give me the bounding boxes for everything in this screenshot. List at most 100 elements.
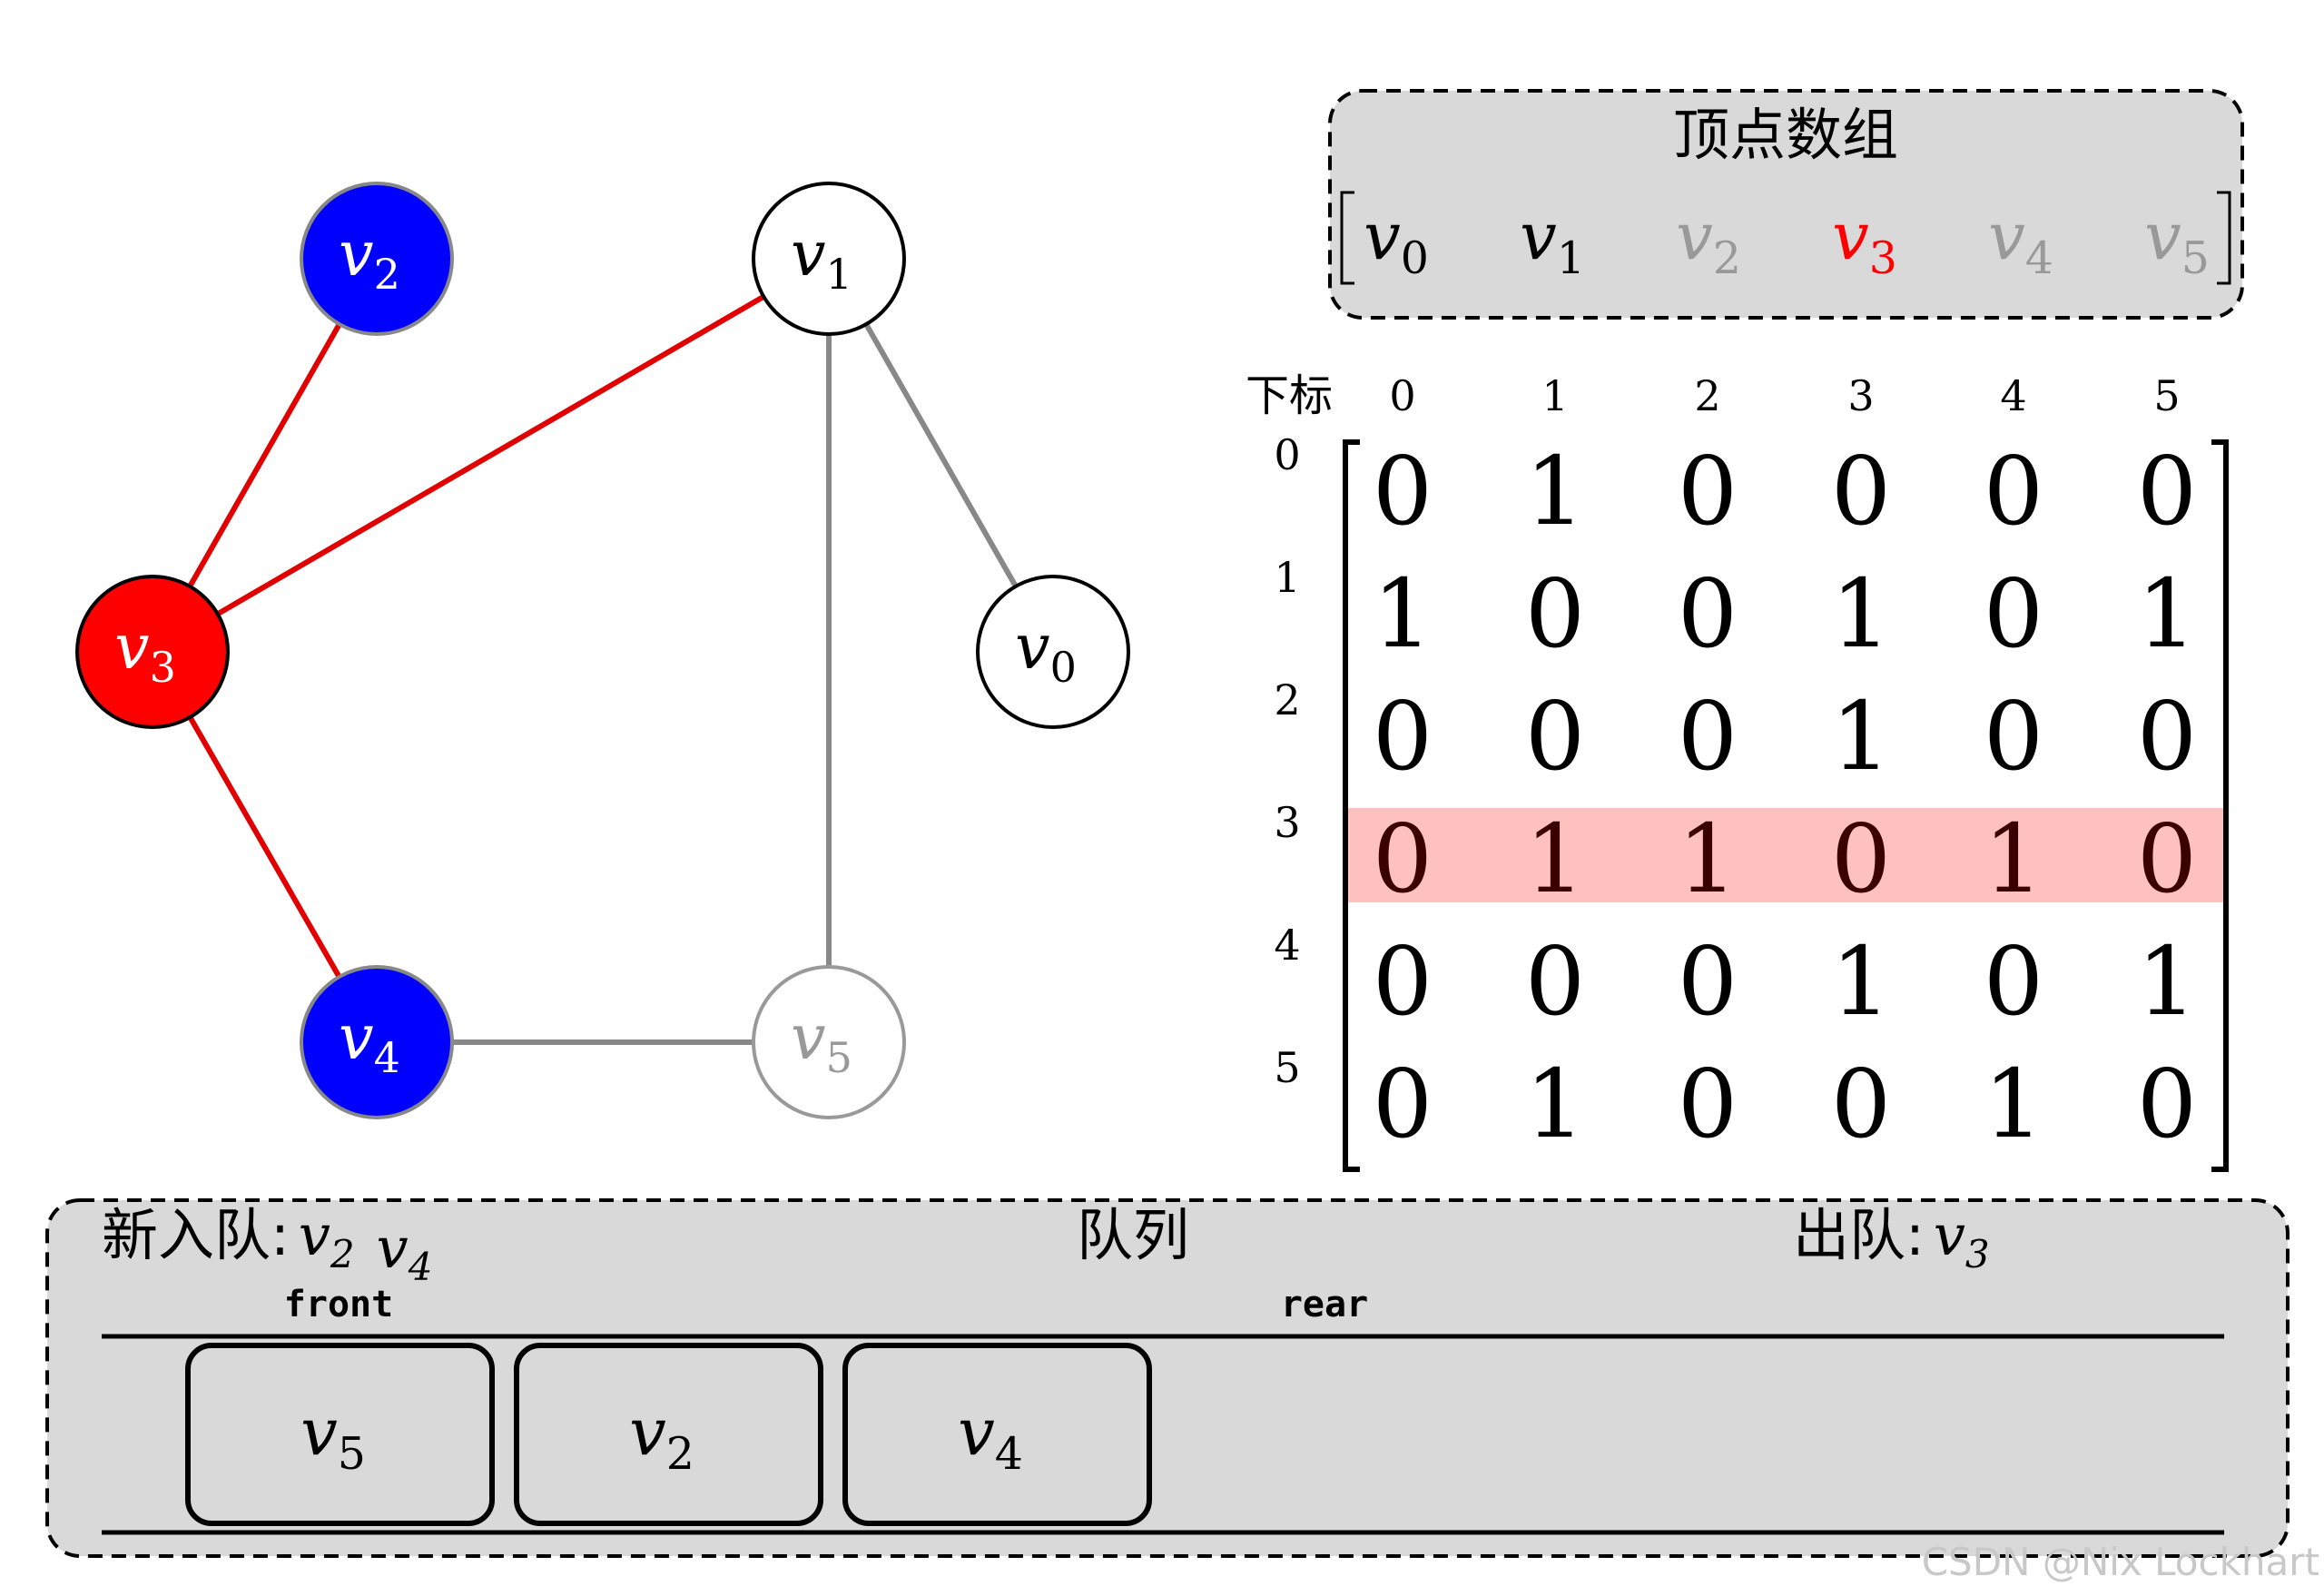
matrix-cell-2-4: 0: [1984, 681, 2043, 792]
matrix-cell-0-0: 0: [1373, 436, 1433, 547]
queue-title: 队列: [1077, 1202, 1189, 1268]
matrix-cell-5-5: 0: [2137, 1049, 2197, 1159]
node-label-v2: v2: [339, 219, 400, 299]
matrix-right-bracket: [2211, 439, 2229, 1172]
node-label-v4: v4: [339, 1002, 400, 1082]
matrix-cell-3-5: 0: [2137, 803, 2197, 914]
node-v5: [752, 965, 906, 1119]
matrix-row-label-2: 2: [1274, 675, 1300, 724]
matrix-cell-1-0: 1: [1373, 558, 1433, 669]
matrix-cell-2-2: 0: [1678, 681, 1738, 792]
vertex-array-item-5: v5: [2144, 198, 2210, 284]
matrix-cell-0-3: 0: [1831, 436, 1891, 547]
node-v2: [300, 182, 454, 336]
matrix-col-label-5: 5: [2153, 371, 2180, 420]
node-v1: [752, 182, 906, 336]
matrix-cell-3-4: 1: [1984, 803, 2043, 914]
matrix-cell-4-3: 1: [1831, 926, 1891, 1037]
matrix-cell-2-3: 1: [1831, 681, 1891, 792]
graph-edges: [150, 256, 1056, 1045]
vertex-array-right-bracket: [2217, 191, 2231, 285]
matrix-cell-4-0: 0: [1373, 926, 1433, 1037]
matrix-cell-5-0: 0: [1373, 1049, 1433, 1159]
matrix-cell-1-5: 1: [2137, 558, 2197, 669]
graph: v0 v1 v2 v3 v4 v5: [75, 182, 1130, 1119]
matrix-col-label-3: 3: [1847, 371, 1874, 420]
matrix-cell-4-1: 0: [1525, 926, 1585, 1037]
matrix-row-label-3: 3: [1274, 798, 1300, 847]
vertex-array-panel: 顶点数组 v0 v1 v2 v3 v4 v5: [1328, 89, 2244, 320]
matrix-cell-1-4: 0: [1984, 558, 2043, 669]
node-v0: [976, 575, 1130, 729]
graph-nodes: v0 v1 v2 v3 v4 v5: [75, 182, 1130, 1119]
matrix-row-label-4: 4: [1274, 921, 1300, 970]
matrix-cell-0-5: 0: [2137, 436, 2197, 547]
node-v3: [75, 575, 230, 729]
vertex-array-item-4: v4: [1988, 198, 2053, 284]
vertex-array-item-2: v2: [1676, 198, 1741, 284]
queue-item-label-1: v2: [629, 1394, 694, 1480]
queue-slot-0: [185, 1343, 495, 1526]
matrix-cell-0-4: 0: [1984, 436, 2043, 547]
queue-front-label: front: [284, 1284, 393, 1325]
queue-item-label-0: v5: [300, 1394, 366, 1480]
matrix-cell-3-3: 0: [1831, 803, 1891, 914]
queue-rear-label: rear: [1281, 1284, 1368, 1325]
node-label-v1: v1: [791, 219, 852, 299]
matrix-cell-3-2: 1: [1678, 803, 1738, 914]
matrix-cell-0-2: 0: [1678, 436, 1738, 547]
matrix-cell-4-2: 0: [1678, 926, 1738, 1037]
matrix-left-bracket: [1343, 439, 1360, 1172]
matrix-row-labels: 0 1 2 3 4 5: [1274, 430, 1300, 1092]
matrix-index-label: 下标: [1246, 370, 1333, 421]
matrix-column-labels: 0 1 2 3 4 5: [1389, 371, 2180, 420]
matrix-cell-3-0: 0: [1373, 803, 1433, 914]
matrix-cell-2-5: 0: [2137, 681, 2197, 792]
matrix-cell-4-5: 1: [2137, 926, 2197, 1037]
vertex-array-box: [1328, 89, 2244, 320]
dequeue-line: 出队:v3: [1793, 1202, 1990, 1276]
vertex-array-item-1: v1: [1520, 198, 1585, 284]
vertex-array-title: 顶点数组: [1673, 102, 1898, 168]
matrix-col-label-2: 2: [1694, 371, 1720, 420]
vertex-array-item-0: v0: [1364, 198, 1429, 284]
matrix-cell-1-2: 0: [1678, 558, 1738, 669]
queue-slot-1: [514, 1343, 823, 1526]
matrix-highlight-row: [1347, 808, 2224, 902]
matrix-cell-3-1: 1: [1525, 803, 1585, 914]
queue-box: [45, 1198, 2290, 1558]
vertex-array-item-3: v3: [1832, 198, 1897, 284]
matrix-cell-2-0: 0: [1373, 681, 1433, 792]
matrix-cell-1-1: 0: [1525, 558, 1585, 669]
matrix-cell-5-3: 0: [1831, 1049, 1891, 1159]
node-label-v0: v0: [1015, 612, 1077, 692]
matrix-col-label-0: 0: [1389, 371, 1415, 420]
matrix-cell-5-4: 1: [1984, 1049, 2043, 1159]
vertex-array-items: v0 v1 v2 v3 v4 v5: [1364, 198, 2210, 284]
node-label-v3: v3: [114, 612, 176, 692]
queue-slot-2: [842, 1343, 1152, 1526]
matrix-cell-2-1: 0: [1525, 681, 1585, 792]
matrix-cell-1-3: 1: [1831, 558, 1891, 669]
watermark: CSDN @Nix Lockhart: [1922, 1540, 2319, 1584]
edge-v3-v1: [151, 256, 831, 655]
queue-items: v5 v2 v4: [185, 1343, 1152, 1526]
matrix-cell-5-2: 0: [1678, 1049, 1738, 1159]
matrix-col-label-1: 1: [1541, 371, 1568, 420]
matrix-cell-4-4: 0: [1984, 926, 2043, 1037]
node-label-v5: v5: [791, 1002, 852, 1082]
queue-item-label-2: v4: [958, 1394, 1023, 1480]
vertex-array-left-bracket: [1340, 191, 1354, 285]
matrix-row-label-0: 0: [1274, 430, 1300, 479]
matrix-cell-5-1: 1: [1525, 1049, 1585, 1159]
matrix-cell-0-1: 1: [1525, 436, 1585, 547]
matrix-row-label-1: 1: [1274, 553, 1300, 602]
matrix-col-label-4: 4: [2000, 371, 2026, 420]
matrix-row-label-5: 5: [1274, 1043, 1300, 1092]
node-v4: [300, 965, 454, 1119]
